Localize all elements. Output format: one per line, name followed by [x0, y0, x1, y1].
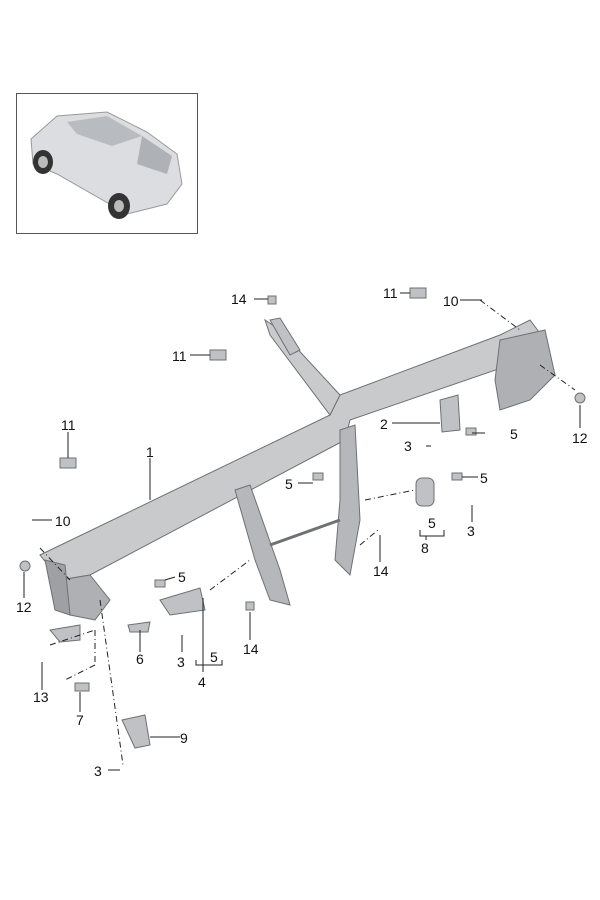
callout-10: 10 — [443, 293, 459, 309]
callout-11: 11 — [172, 348, 187, 364]
callout-9: 9 — [180, 730, 188, 746]
vehicle-thumbnail — [16, 93, 198, 234]
callout-5: 5 — [210, 649, 218, 665]
callout-5: 5 — [178, 569, 186, 585]
car-illustration — [30, 111, 183, 219]
callout-2: 2 — [380, 416, 388, 432]
callout-3: 3 — [404, 438, 412, 454]
callout-13: 13 — [33, 689, 49, 705]
callout-5: 5 — [285, 476, 293, 492]
callout-14: 14 — [243, 641, 259, 657]
callout-7: 7 — [76, 712, 84, 728]
callout-14: 14 — [231, 291, 247, 307]
callout-14: 14 — [373, 563, 389, 579]
callout-5: 5 — [428, 515, 436, 531]
callout-4: 4 — [198, 674, 206, 690]
small-parts — [19, 287, 586, 749]
dash-dot-lines — [39, 299, 576, 766]
callout-8: 8 — [421, 540, 429, 556]
callout-3: 3 — [177, 654, 185, 670]
callout-3: 3 — [94, 763, 102, 779]
callout-10: 10 — [55, 513, 71, 529]
callout-1: 1 — [146, 444, 154, 460]
cross-member-beam — [39, 317, 556, 621]
callout-6: 6 — [136, 651, 144, 667]
callout-12: 12 — [16, 599, 32, 615]
callout-5: 5 — [510, 426, 518, 442]
callout-11: 11 — [61, 417, 76, 433]
callout-11: 11 — [383, 285, 398, 301]
callout-5: 5 — [480, 470, 488, 486]
callout-3: 3 — [467, 523, 475, 539]
callout-12: 12 — [572, 430, 588, 446]
leader-lines — [23, 292, 581, 771]
